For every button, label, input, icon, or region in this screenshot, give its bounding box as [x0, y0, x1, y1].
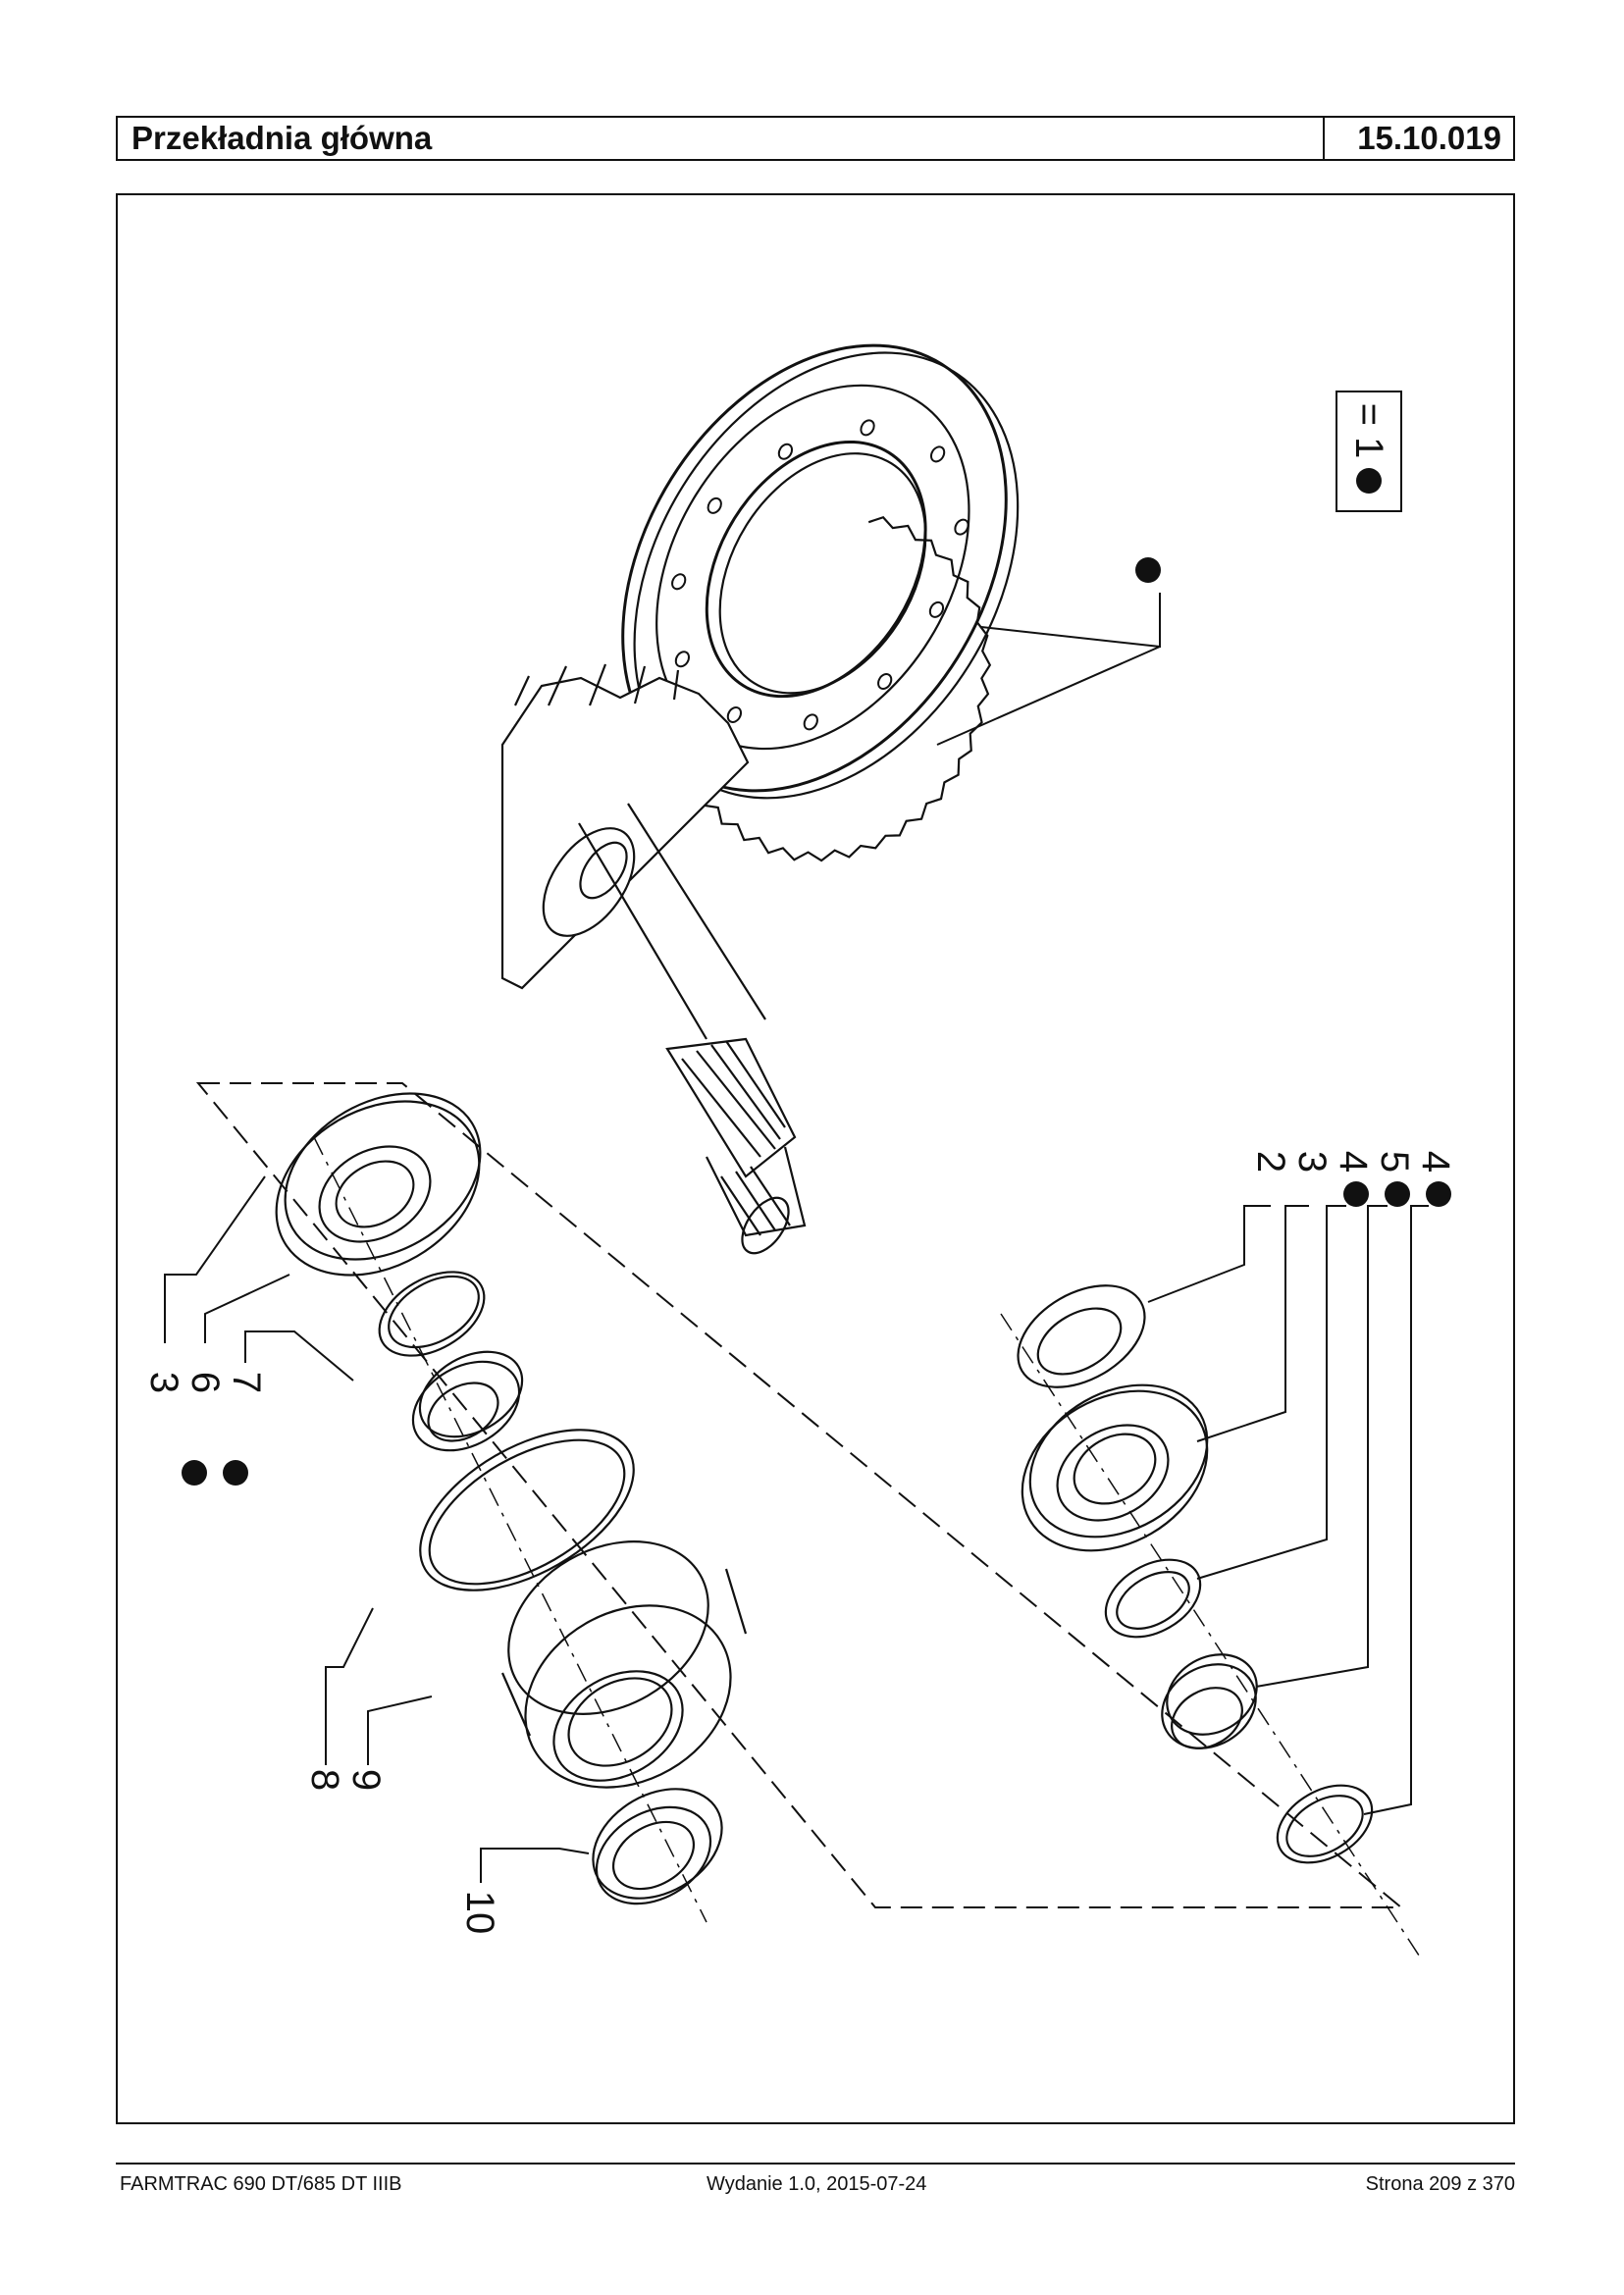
legend-box	[1336, 391, 1402, 512]
callout-4-lower: 4	[1414, 1151, 1457, 1173]
callout-5: 5	[1373, 1151, 1416, 1173]
footer-model: FARMTRAC 690 DT/685 DT IIIB	[120, 2173, 402, 2195]
callout-8: 8	[303, 1769, 346, 1791]
dot-marker-icon	[182, 1460, 207, 1486]
dot-marker-icon	[1385, 1181, 1410, 1207]
housing-9	[500, 1540, 748, 1789]
callout-7: 7	[225, 1372, 268, 1393]
callout-3-left: 3	[142, 1372, 185, 1393]
dot-marker-icon	[223, 1460, 248, 1486]
bearing-3-right	[1021, 1383, 1209, 1552]
diagram-frame: = 1 2 3 4 5 4 3 6 7 8 9 10	[116, 193, 1515, 2124]
nut-7	[411, 1350, 524, 1452]
washer-2	[1017, 1284, 1146, 1388]
callout-4-upper: 4	[1332, 1151, 1375, 1173]
callout-6: 6	[183, 1372, 227, 1393]
callout-3-right: 3	[1290, 1151, 1334, 1173]
footer-divider	[116, 2163, 1515, 2165]
footer-edition: Wydanie 1.0, 2015-07-24	[707, 2173, 927, 2195]
dot-marker-icon	[1135, 557, 1161, 583]
dot-marker-icon	[1426, 1181, 1451, 1207]
ring-4-lower	[1276, 1784, 1374, 1864]
page-title: Przekładnia główna	[131, 120, 433, 156]
dot-marker-icon	[1343, 1181, 1369, 1207]
ring-8	[419, 1429, 635, 1591]
pinion-shaft	[500, 663, 807, 1255]
page-header: Przekładnia główna 15.10.019	[116, 116, 1515, 161]
bearing-3-left	[275, 1092, 482, 1277]
seal-10	[592, 1788, 723, 1905]
legend-dot-icon	[1356, 468, 1382, 494]
washer-6	[378, 1271, 486, 1357]
callout-2: 2	[1249, 1151, 1292, 1173]
callout-9: 9	[344, 1769, 388, 1791]
seal-5	[1161, 1653, 1258, 1749]
ring-4-upper	[1104, 1558, 1202, 1639]
footer-page-number: Strona 209 z 370	[1365, 2173, 1515, 2195]
legend-text: = 1	[1347, 403, 1390, 459]
section-code: 15.10.019	[1323, 118, 1513, 159]
exploded-view-drawing: = 1 2 3 4 5 4 3 6 7 8 9 10	[142, 343, 1457, 1962]
callout-10: 10	[458, 1891, 501, 1935]
